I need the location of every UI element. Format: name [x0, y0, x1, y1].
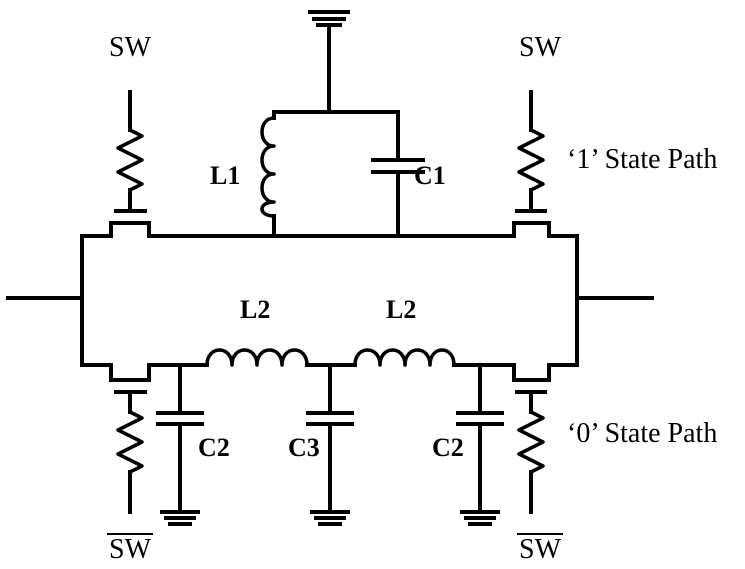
switch-top-left [109, 90, 151, 238]
shunt-c3 [306, 363, 354, 526]
shunt-c2-left [156, 363, 204, 526]
gate-resistor [517, 128, 545, 192]
sw-bar-label-bottom-left: SW [109, 534, 152, 565]
c2-left-label: C2 [198, 433, 230, 462]
fet-channel [109, 363, 151, 382]
state1-path-label: ‘1’ State Path [567, 144, 717, 175]
inductor-l1 [260, 116, 276, 218]
switch-top-right [512, 90, 551, 238]
c3-label: C3 [288, 433, 320, 462]
shunt-c2-right [456, 363, 504, 526]
inductor-l2-right [353, 348, 456, 367]
l2-left-label: L2 [240, 295, 270, 324]
fet-channel [512, 363, 551, 382]
state0-path-label: ‘0’ State Path [567, 418, 717, 449]
gate-resistor [116, 410, 144, 474]
fet-channel [109, 221, 151, 238]
l1-c1-tank [260, 10, 425, 238]
c2-right-label: C2 [432, 433, 464, 462]
sw-bar-label-bottom-right: SW [519, 534, 562, 565]
l1-label: L1 [210, 161, 240, 190]
l2-right-label: L2 [386, 295, 416, 324]
c1-label: C1 [414, 161, 446, 190]
gate-resistor [116, 128, 144, 192]
gate-resistor [517, 410, 545, 474]
sw-label-top-left: SW [109, 32, 152, 63]
fet-channel [512, 221, 551, 238]
switch-bottom-left [109, 363, 151, 514]
sw-label-top-right: SW [519, 32, 562, 63]
switch-bottom-right [512, 363, 551, 514]
main-wires [6, 234, 654, 367]
inductor-l2-left [205, 348, 309, 367]
